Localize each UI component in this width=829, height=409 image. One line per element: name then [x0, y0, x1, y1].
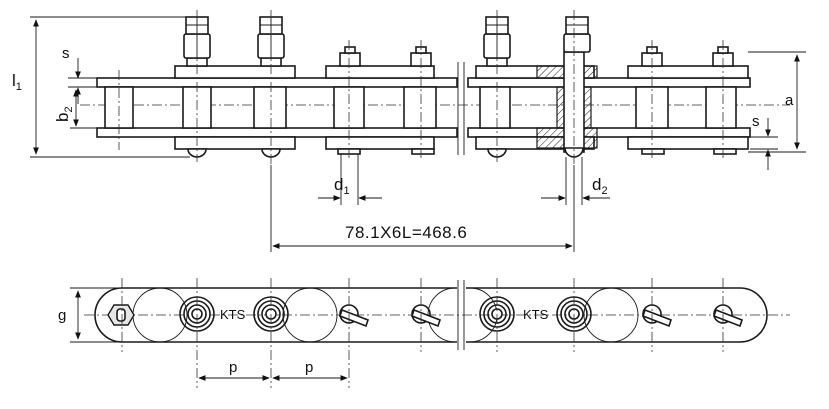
label-g: g: [58, 307, 66, 324]
label-kts-1: KTS: [220, 307, 246, 322]
label-s-top: s: [62, 45, 70, 62]
dim-l1: [30, 16, 190, 158]
dim-s-top: [68, 58, 97, 104]
attachment-plate-top-4: [627, 65, 749, 79]
lower-plates: [96, 127, 751, 150]
roller-8: [705, 86, 737, 129]
label-d2: d2: [592, 175, 608, 197]
dim-a: [748, 51, 806, 153]
label-a: a: [785, 92, 794, 109]
pin-center-lines: [118, 10, 724, 165]
break-marks-top: [457, 280, 465, 350]
attachment-plate-top-2: [325, 65, 435, 79]
attachment-plate-bottom-4: [627, 136, 749, 150]
hex-nuts: [183, 16, 591, 67]
top-pin-center-lines: [121, 278, 724, 388]
lower-plate-left: [96, 127, 458, 138]
top-plate-outline: [94, 287, 768, 343]
rollers: [104, 86, 737, 129]
end-slot: [107, 304, 135, 326]
cotter-pin-3: [641, 304, 673, 328]
upper-plate-left: [96, 77, 458, 88]
lower-plate-right: [467, 127, 751, 138]
attachment-plate-bottom-2: [325, 136, 435, 150]
label-kts-2: KTS: [523, 307, 549, 322]
label-l1: l1: [12, 71, 22, 93]
label-d1: d1: [334, 175, 350, 197]
side-view: l1 s b2 a s: [12, 10, 806, 252]
hex-nut-4: [563, 16, 591, 53]
pin-caps-top: [339, 46, 734, 67]
cotter-pin-1: [338, 304, 370, 328]
roller-6: [479, 86, 511, 129]
label-total-length: 78.1X6L=468.6: [345, 223, 467, 242]
dim-b2: [70, 89, 97, 129]
dim-d2: [541, 157, 610, 205]
rivet-heads-bottom: [187, 147, 737, 158]
attachment-plate-bottom-1: [174, 136, 296, 150]
label-p-1: p: [229, 359, 237, 376]
sectioned-link: [536, 51, 598, 153]
cotter-pin-4: [712, 304, 744, 328]
top-view: KTS KTS: [58, 278, 790, 388]
dim-d1: [318, 154, 382, 205]
roller-5: [403, 86, 437, 129]
cotter-pin-2: [410, 304, 442, 328]
label-b2: b2: [53, 106, 75, 122]
label-p-2: p: [305, 359, 313, 376]
attachment-plate-top-1: [174, 65, 296, 79]
upper-plate-right: [467, 77, 751, 88]
break-marks-side: [457, 62, 465, 155]
label-s-right: s: [752, 113, 760, 130]
dim-total-length: [270, 165, 575, 252]
roller-3: [253, 86, 287, 129]
dim-s-right: [750, 118, 778, 170]
dim-g: [70, 287, 122, 343]
